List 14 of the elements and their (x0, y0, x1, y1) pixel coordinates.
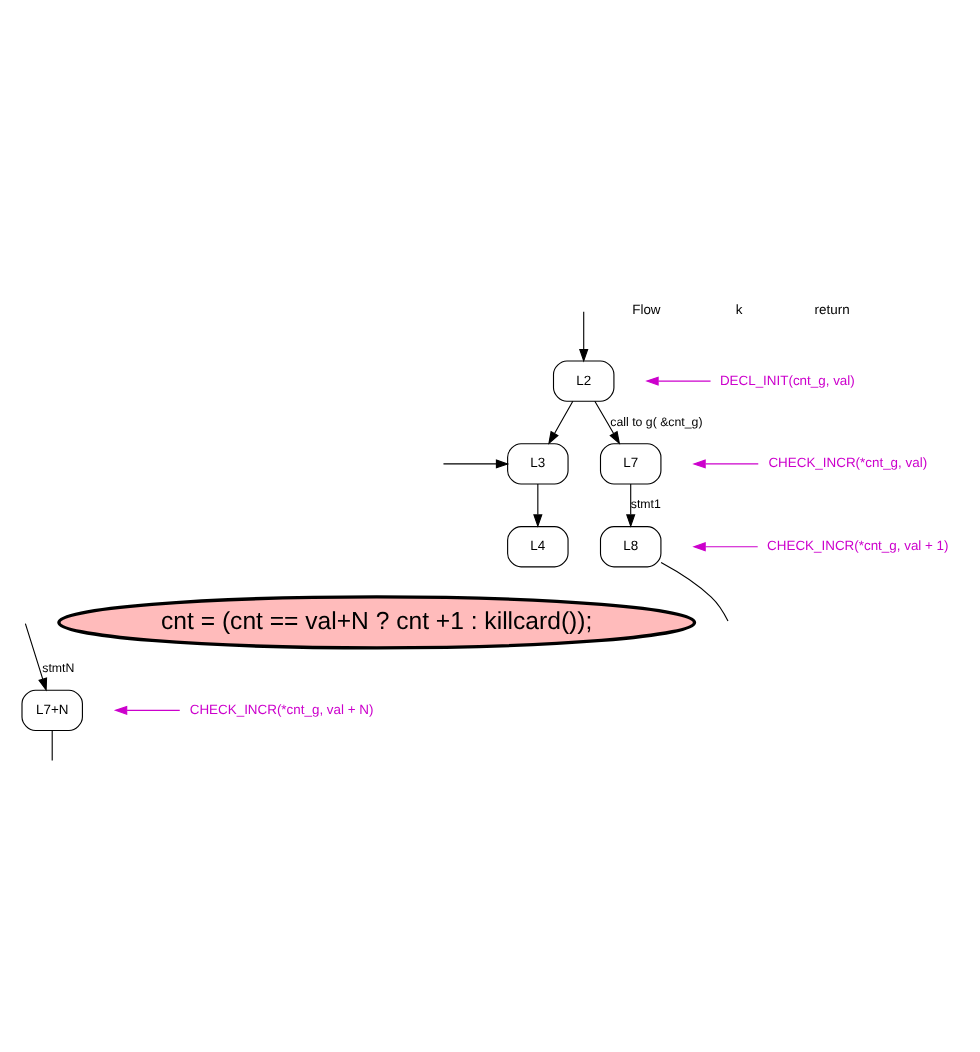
arrow (594, 400, 621, 445)
arrow (113, 705, 181, 716)
arrow (626, 483, 636, 528)
connector (51, 730, 53, 762)
node-ellipse: cnt = (cnt == val+N ? cnt +1 : killcard()); (57, 595, 697, 650)
arrow (692, 459, 759, 469)
arrow (442, 459, 510, 469)
arrow (24, 623, 48, 692)
arrow (579, 311, 589, 363)
arrow (645, 376, 712, 386)
arrow (692, 542, 759, 552)
connector (660, 561, 729, 622)
arrow (548, 400, 574, 445)
arrow (533, 483, 543, 528)
